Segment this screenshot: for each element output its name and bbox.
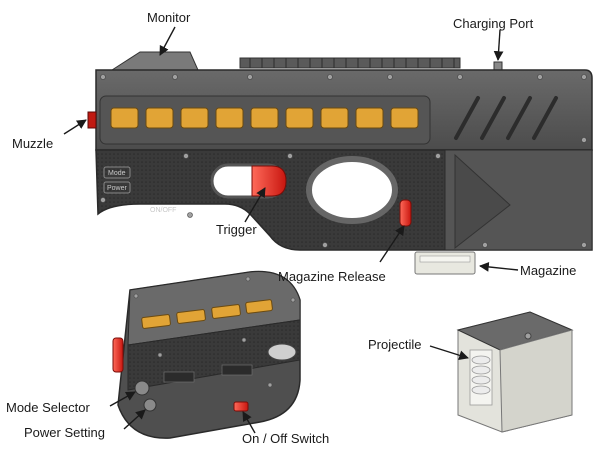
magazine-release: [399, 199, 412, 227]
projectile-arrow: [429, 345, 469, 361]
main-device: Mode Power ON/OFF: [87, 51, 593, 275]
magazine-arrow: [479, 262, 519, 272]
indicator-windows: [110, 107, 419, 129]
magazine-release-label: Magazine Release: [278, 269, 386, 284]
on-off-marking: ON/OFF: [150, 207, 176, 214]
selector-knobs: [134, 380, 157, 412]
side-markings: Mode Power ON/OFF: [103, 166, 176, 214]
top-rail: [239, 57, 461, 69]
power-marking: Power: [107, 185, 128, 192]
charging-port-arrow: [493, 29, 504, 61]
trigger-label: Trigger: [216, 222, 257, 237]
perspective-on-off-switch: [233, 401, 249, 412]
device-perspective-view: [112, 270, 301, 439]
power-setting-label: Power Setting: [24, 425, 105, 440]
mode-selector-label: Mode Selector: [6, 400, 90, 415]
mode-marking: Mode: [108, 170, 126, 177]
muzzle: [87, 111, 97, 129]
monitor-label: Monitor: [147, 10, 191, 25]
on-off-switch-label: On / Off Switch: [242, 431, 330, 446]
magazine-release-arrow: [379, 225, 405, 263]
projectile-cartridge: [456, 311, 574, 433]
trigger-arrow: [244, 187, 266, 223]
charging-port: [493, 61, 503, 71]
monitor-hump: [110, 51, 199, 71]
muzzle-label: Muzzle: [12, 136, 54, 151]
vent-slots: [454, 96, 558, 140]
muzzle-arrow: [63, 119, 87, 135]
callout-arrows: [63, 26, 519, 434]
monitor-arrow: [159, 26, 176, 56]
power-setting-arrow: [123, 409, 146, 430]
perspective-indicator-windows: [141, 299, 273, 329]
mode-selector-arrow: [109, 391, 136, 407]
screws: [100, 74, 587, 248]
charging-port-label: Charging Port: [453, 16, 534, 31]
perspective-muzzle: [112, 337, 124, 373]
projectile-label: Projectile: [368, 337, 422, 352]
trigger: [251, 165, 287, 197]
on-off-switch-arrow: [242, 411, 256, 434]
magazine-label: Magazine: [520, 263, 577, 278]
magazine: [414, 251, 476, 275]
